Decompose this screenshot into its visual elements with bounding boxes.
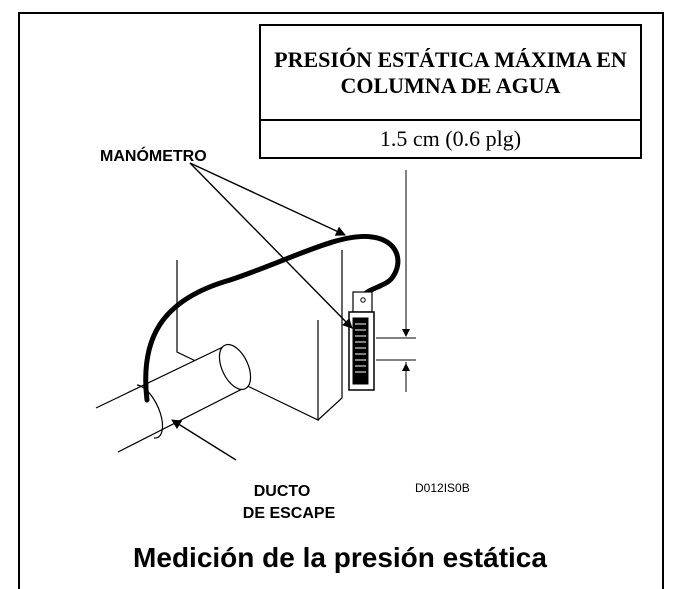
pressure-dimension <box>376 170 416 392</box>
duct-label-line2: DE ESCAPE <box>242 505 336 522</box>
manometer-label: MANÓMETRO <box>100 148 207 165</box>
figure-code: D012IS0B <box>415 481 470 495</box>
manometer-gauge <box>348 291 375 391</box>
duct-label-line1: DUCTO <box>253 483 311 500</box>
leader-arrows <box>171 162 353 461</box>
exhaust-duct <box>95 343 252 453</box>
figure-frame <box>18 12 664 589</box>
pressure-spec-table: PRESIÓN ESTÁTICA MÁXIMA EN COLUMNA DE AG… <box>259 24 642 159</box>
pressure-spec-value: 1.5 cm (0.6 plg) <box>379 126 522 151</box>
figure-caption: Medición de la presión estática <box>133 542 547 573</box>
pressure-spec-header: PRESIÓN ESTÁTICA MÁXIMA EN COLUMNA DE AG… <box>261 26 640 121</box>
manometer-hose <box>143 233 401 403</box>
